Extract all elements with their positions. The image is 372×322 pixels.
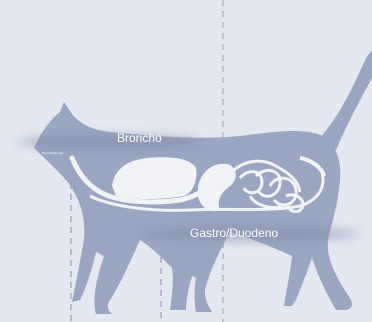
label-broncho: Broncho	[117, 131, 162, 145]
label-gastro-duodeno: Gastro/Duodeno	[190, 226, 278, 240]
small-tag-label: Broncho/laryngo	[42, 151, 64, 155]
broncho-highlight	[18, 135, 202, 149]
